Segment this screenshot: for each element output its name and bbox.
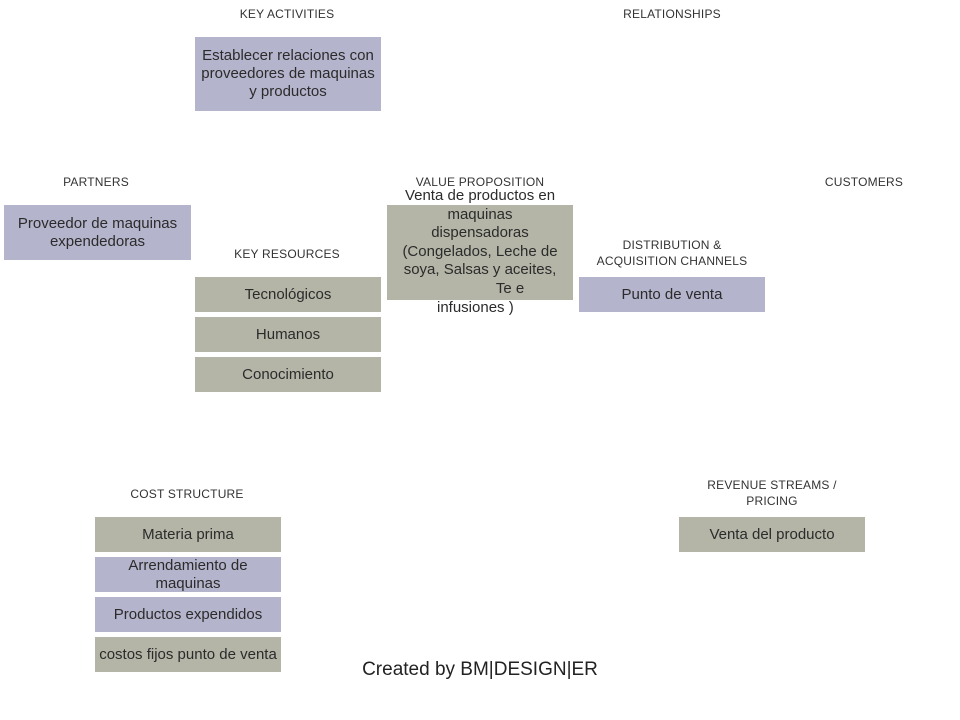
footer-credit: Created by BM|DESIGN|ER [362, 659, 598, 680]
cost-item: Arrendamiento de maquinas [95, 557, 281, 592]
revenue-streams-header: REVENUE STREAMS / PRICING [707, 478, 837, 508]
key-activity-item: Establecer relaciones con proveedores de… [195, 37, 381, 111]
value-proposition-header: VALUE PROPOSITION [415, 175, 545, 189]
revenue-stream-item: Venta del producto [679, 517, 865, 552]
customers-header: CUSTOMERS [824, 175, 904, 189]
cost-structure-header: COST STRUCTURE [130, 487, 244, 501]
key-resource-item: Humanos [195, 317, 381, 352]
key-resource-item: Tecnológicos [195, 277, 381, 312]
value-proposition-line-3: dispensadoras [431, 224, 529, 242]
key-resource-item: Conocimiento [195, 357, 381, 392]
value-proposition-box [387, 205, 573, 300]
key-activities-header: KEY ACTIVITIES [239, 7, 335, 21]
cost-item: Materia prima [95, 517, 281, 552]
key-resources-header: KEY RESOURCES [234, 247, 340, 261]
cost-item: Productos expendidos [95, 597, 281, 632]
cost-item: costos fijos punto de venta [95, 637, 281, 672]
partner-item: Proveedor de maquinas expendedoras [4, 205, 191, 260]
value-proposition-line-7: infusiones ) [437, 298, 514, 316]
distribution-channel-item: Punto de venta [579, 277, 765, 312]
value-proposition-text: Venta de productos en maquinas dispensad… [387, 187, 573, 317]
value-proposition-line-5: soya, Salsas y aceites, [403, 261, 557, 279]
relationships-header: RELATIONSHIPS [623, 7, 721, 21]
value-proposition-line-2: maquinas [447, 205, 513, 223]
value-proposition-line-4: (Congelados, Leche de [402, 242, 558, 260]
value-proposition-line-1: Venta de productos en [404, 187, 556, 204]
value-proposition-line-6: Te e [495, 279, 525, 297]
partners-header: PARTNERS [63, 175, 129, 189]
distribution-header: DISTRIBUTION & ACQUISITION CHANNELS [596, 238, 748, 268]
